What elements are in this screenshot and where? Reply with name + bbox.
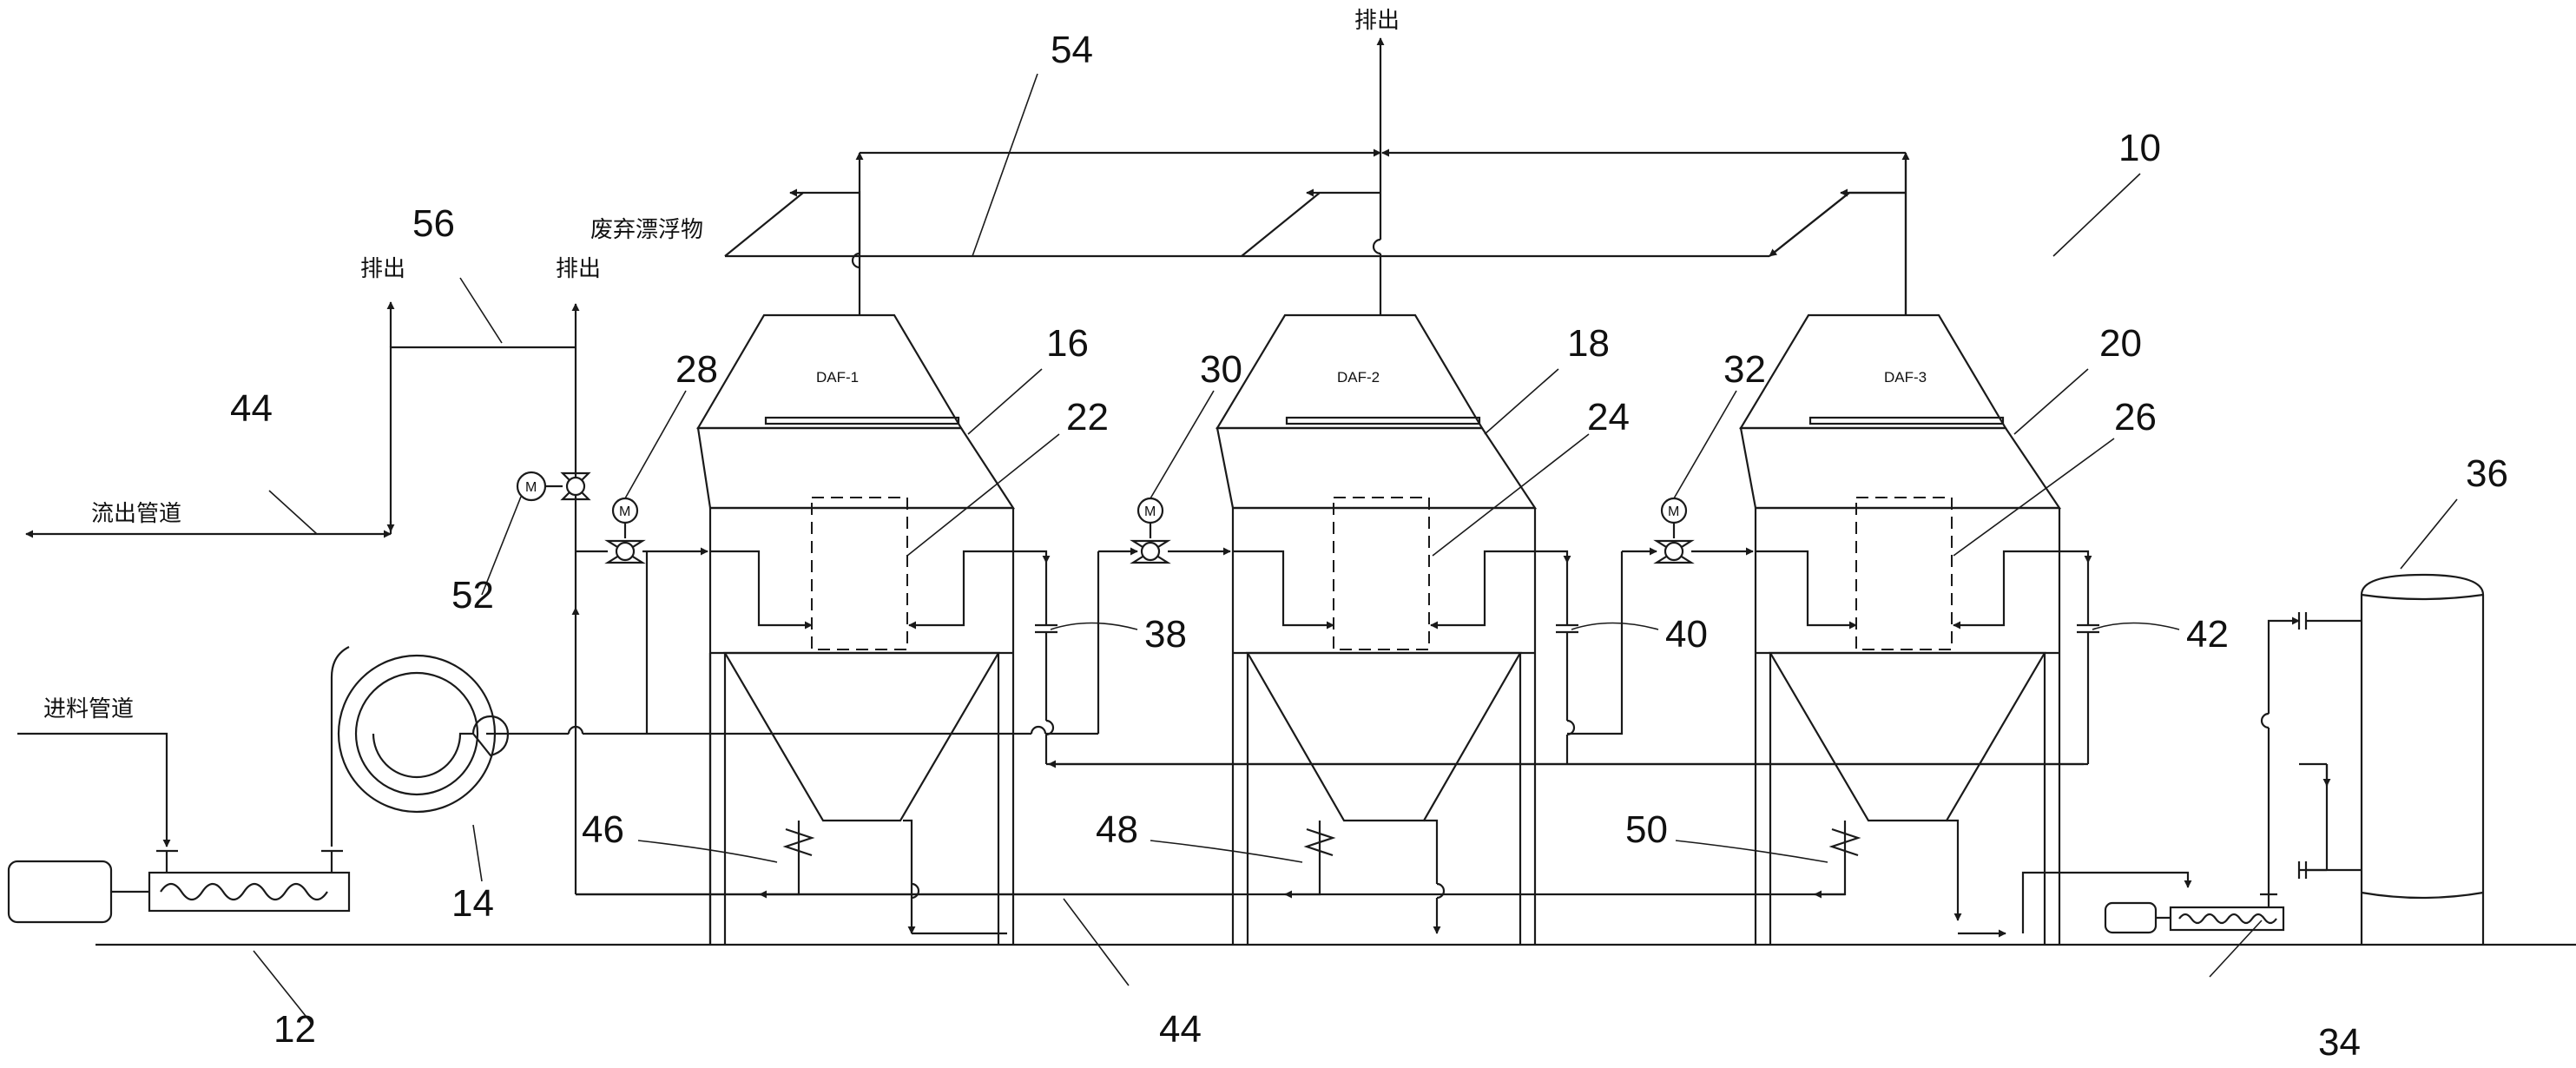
check-valve-50 — [1814, 819, 1962, 921]
outflow-pipe-label: 流出管道 — [91, 501, 181, 527]
ref-36: 36 — [2466, 452, 2508, 495]
ref-24: 24 — [1587, 396, 1630, 438]
discharge-valve-label: 排出 — [556, 256, 601, 282]
svg-text:M: M — [1668, 504, 1679, 519]
reference-numbers: 10 12 14 16 18 20 22 24 26 28 30 32 34 3… — [230, 29, 2508, 1064]
ref-20: 20 — [2099, 322, 2142, 365]
discharge-left-label: 排出 — [360, 256, 405, 282]
interconnect-38 — [1013, 550, 2084, 766]
tank-36 — [2297, 573, 2485, 945]
ref-40: 40 — [1665, 613, 1708, 656]
svg-text:M: M — [525, 480, 537, 495]
valve-28: M — [576, 497, 708, 564]
inflow-pipe-label: 进料管道 — [43, 696, 134, 722]
ref-22: 22 — [1066, 396, 1109, 438]
inner-chamber-26 — [1855, 497, 1953, 650]
waste-float-pipe-54: 废弃漂浮物 — [590, 188, 1906, 258]
ref-56: 56 — [412, 202, 455, 245]
daf-1-label: DAF-1 — [816, 369, 859, 386]
check-valve-48 — [1284, 819, 1446, 934]
interconnect-40 — [1535, 550, 1624, 764]
daf-3-label: DAF-3 — [1884, 369, 1927, 386]
ref-38: 38 — [1144, 613, 1187, 656]
motor-12 — [7, 860, 113, 924]
check-valve-46 — [759, 819, 916, 934]
inner-chamber-24 — [1333, 497, 1430, 650]
inner-chamber-22 — [811, 497, 908, 650]
ref-50: 50 — [1625, 808, 1668, 851]
daf-unit-2: DAF-2 — [1216, 260, 1538, 945]
ref-18: 18 — [1567, 322, 1610, 365]
ref-34: 34 — [2318, 1021, 2361, 1064]
ref-44-bottom: 44 — [1159, 1008, 1202, 1051]
interconnect-42 — [1048, 550, 2099, 768]
ref-10: 10 — [2118, 127, 2161, 169]
daf-unit-3: DAF-3 — [1739, 156, 2062, 945]
ref-26: 26 — [2114, 396, 2157, 438]
leader-lines — [253, 73, 2458, 1025]
pump-34 — [2104, 616, 2300, 934]
daf-2-label: DAF-2 — [1337, 369, 1380, 386]
daf-unit-1: DAF-1 — [696, 191, 1016, 945]
ref-44-top: 44 — [230, 387, 273, 430]
return-pipe-44 — [576, 871, 2192, 938]
ref-12: 12 — [273, 1008, 316, 1051]
svg-text:M: M — [619, 504, 630, 519]
ref-42: 42 — [2186, 613, 2229, 656]
svg-text:M: M — [1144, 504, 1156, 519]
valve-32: M — [1622, 497, 1754, 564]
ref-32: 32 — [1723, 348, 1766, 391]
ref-28: 28 — [675, 348, 718, 391]
ref-54: 54 — [1051, 29, 1093, 71]
feed-pump-12 — [148, 871, 351, 913]
ref-48: 48 — [1096, 808, 1138, 851]
top-exhaust-header: 排出 — [851, 8, 1910, 315]
ref-52: 52 — [451, 574, 494, 616]
ref-30: 30 — [1200, 348, 1242, 391]
valve-30: M — [1130, 497, 1231, 564]
discharge-top-label: 排出 — [1354, 8, 1400, 34]
waste-float-label: 废弃漂浮物 — [590, 217, 703, 243]
ref-14: 14 — [451, 882, 494, 925]
ref-46: 46 — [582, 808, 624, 851]
ref-16: 16 — [1046, 322, 1089, 365]
